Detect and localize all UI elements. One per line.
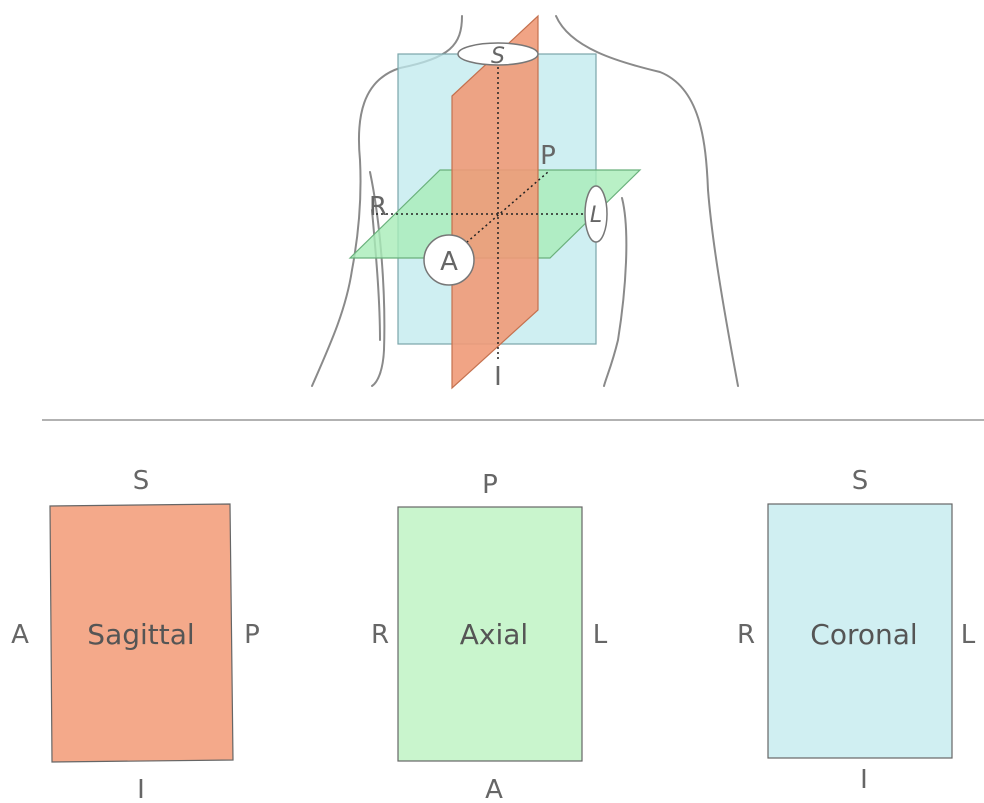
superior-label: S — [491, 44, 505, 69]
left-marker: L — [585, 186, 607, 242]
sagittal-top-label: S — [133, 466, 150, 496]
sagittal-title: Sagittal — [87, 618, 194, 651]
anterior-label: A — [440, 247, 458, 277]
torso-figure: S L A P R I — [312, 16, 738, 392]
right-label: R — [369, 192, 387, 222]
axial-bottom-label: A — [485, 775, 503, 803]
sagittal-left-label: A — [11, 620, 29, 650]
sagittal-panel: Sagittal S I A P — [11, 466, 260, 803]
sagittal-right-label: P — [244, 620, 260, 650]
inferior-label: I — [494, 362, 502, 392]
anterior-marker: A — [424, 235, 474, 285]
coronal-title: Coronal — [810, 618, 917, 651]
coronal-top-label: S — [852, 466, 869, 496]
coronal-right-label: L — [961, 620, 976, 650]
axial-panel: Axial P A R L — [371, 470, 608, 803]
left-label: L — [590, 203, 602, 228]
posterior-label: P — [540, 141, 556, 171]
sagittal-bottom-label: I — [137, 775, 145, 803]
coronal-bottom-label: I — [860, 765, 868, 795]
axial-left-label: R — [371, 620, 389, 650]
axial-right-label: L — [593, 620, 608, 650]
coronal-panel: Coronal S I R L — [737, 466, 976, 795]
axial-top-label: P — [482, 470, 498, 500]
axial-title: Axial — [460, 618, 528, 651]
coronal-left-label: R — [737, 620, 755, 650]
